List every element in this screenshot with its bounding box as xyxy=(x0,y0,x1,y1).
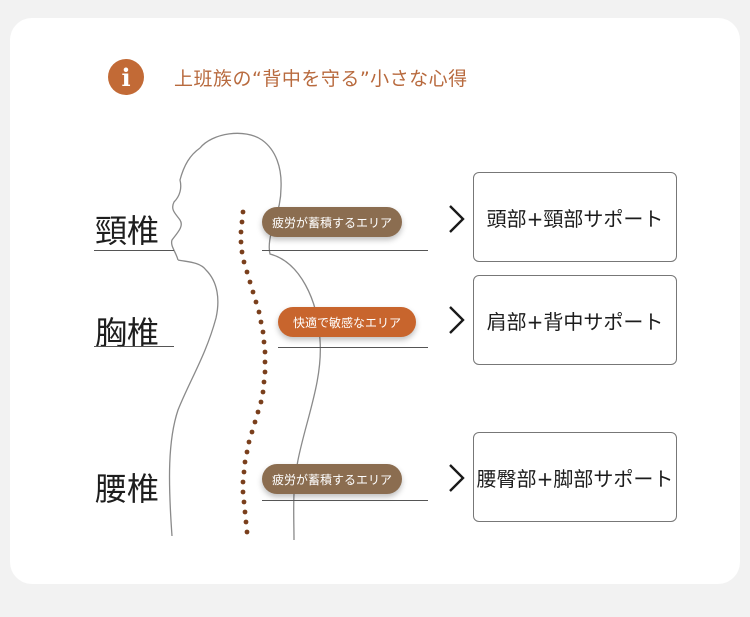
info-icon: i xyxy=(108,59,144,95)
label-underline-thoracic xyxy=(94,346,174,347)
label-cervical: 頸椎 xyxy=(95,212,160,250)
tag-line-lumbar xyxy=(262,500,428,501)
body-outline xyxy=(168,132,321,541)
tag-line-cervical xyxy=(262,250,428,251)
page-title: 上班族の“背中を守る”小さな心得 xyxy=(174,67,468,90)
support-box-waist: 腰臀部+脚部サポート xyxy=(473,432,677,522)
chevron-right-icon xyxy=(449,205,465,233)
tag-thoracic: 快適で敏感なエリア xyxy=(278,307,416,337)
support-box-back: 肩部+背中サポート xyxy=(473,275,677,365)
tag-lumbar: 疲労が蓄積するエリア xyxy=(262,464,402,494)
chevron-right-icon xyxy=(449,464,465,492)
label-underline-cervical xyxy=(94,250,174,251)
header: i 上班族の“背中を守る”小さな心得 xyxy=(108,58,468,96)
support-box-neck: 頭部+頸部サポート xyxy=(473,172,677,262)
label-lumbar: 腰椎 xyxy=(95,470,160,508)
tag-line-thoracic xyxy=(278,347,428,348)
tag-cervical: 疲労が蓄積するエリア xyxy=(262,207,402,237)
spine-dots xyxy=(238,209,268,535)
label-thoracic: 胸椎 xyxy=(95,314,160,352)
chevron-right-icon xyxy=(449,306,465,334)
